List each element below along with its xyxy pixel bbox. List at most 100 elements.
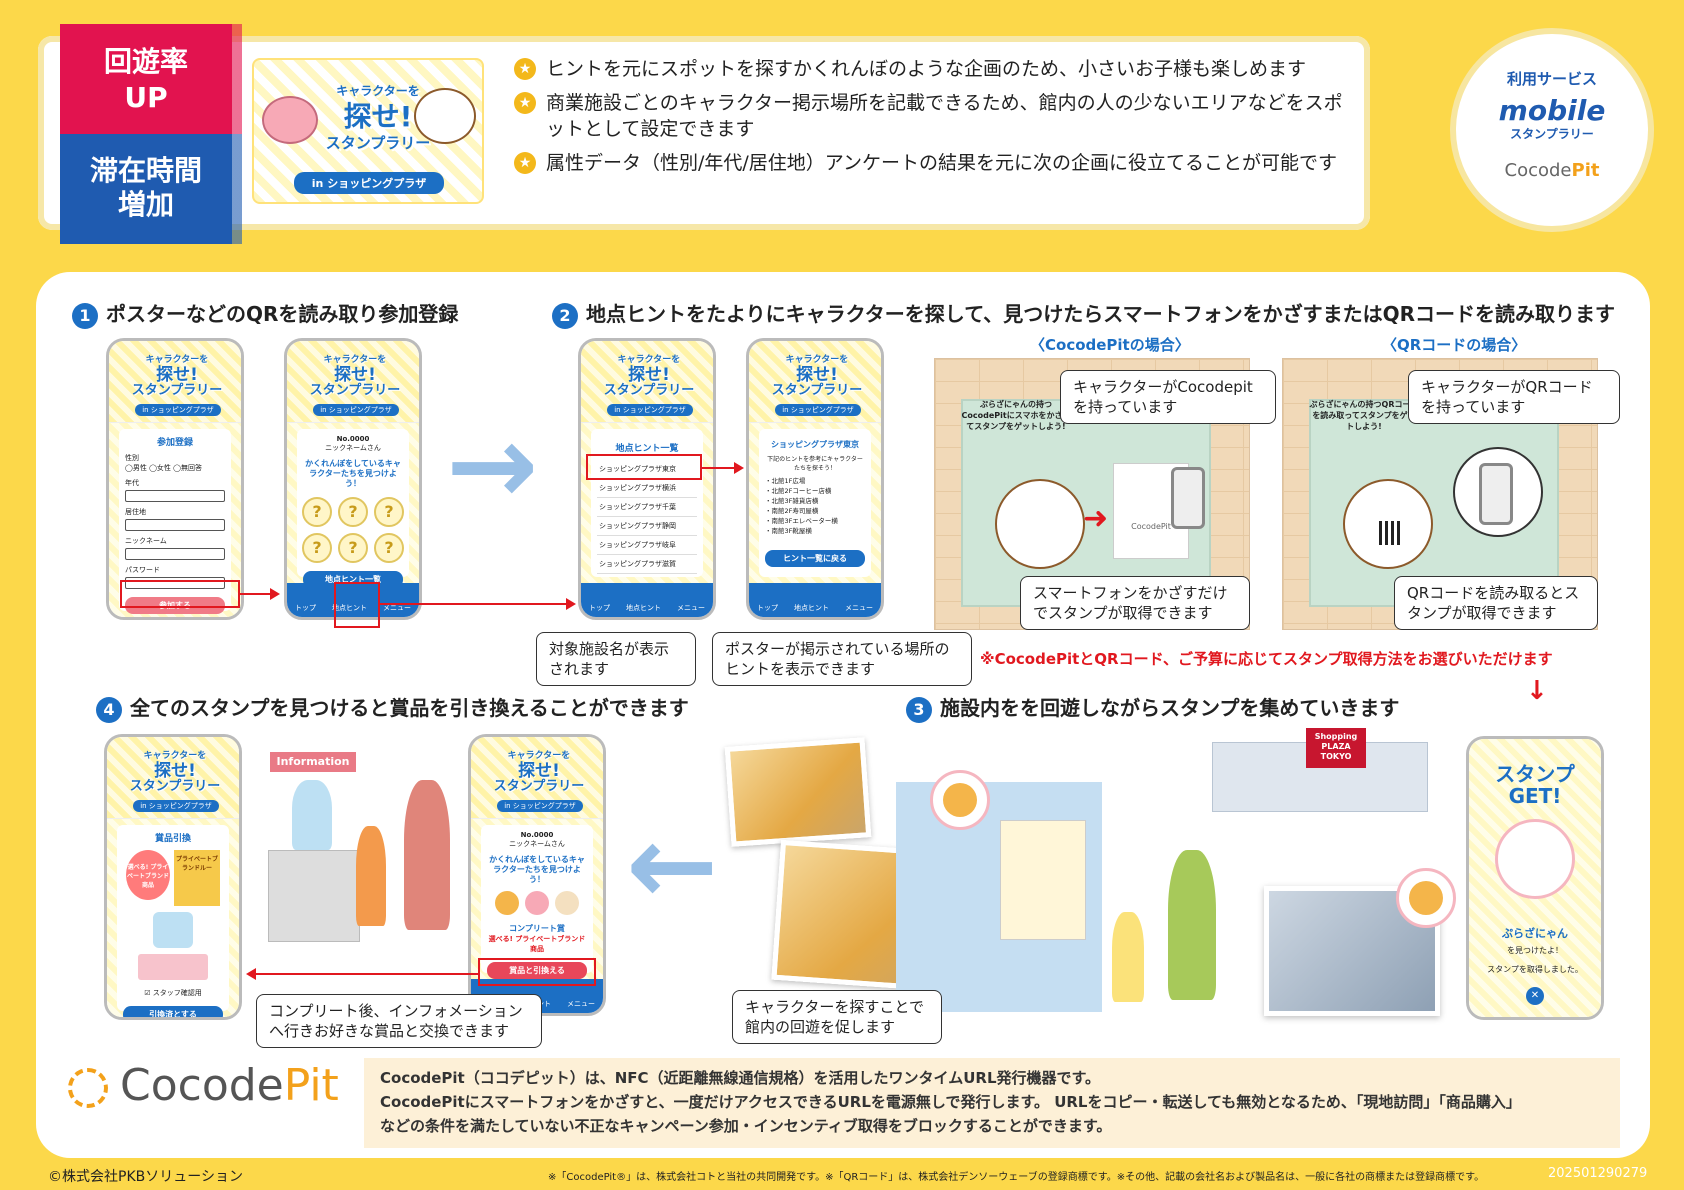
bottom-nav: トップ 地点ヒント メニュー [287,583,419,617]
mother-figure [404,780,450,930]
arrow-line [254,973,478,975]
facility-item[interactable]: ショッピングプラザ静岡 [597,517,697,536]
stamp-icon [555,891,579,915]
arrow-line [380,603,566,605]
mall-photo [724,737,872,847]
mark-exchanged-button[interactable]: 引換済とする [123,1006,223,1017]
empty-stamp: ? [374,533,404,563]
phone-prize-exchange: キャラクターを探せ!スタンプラリー in ショッピングプラザ 賞品引換 選べる!… [104,734,242,1020]
facility-item[interactable]: ショッピングプラザ岐阜 [597,536,697,555]
nav-hint[interactable]: 地点ヒント [794,604,829,612]
empty-stamp: ? [302,497,332,527]
staff-check[interactable]: スタッフ確認用 [152,989,202,997]
join-button[interactable]: 参加する [125,597,225,614]
stamp-icon [495,891,519,915]
trademark-footnote: ※「CocodePit®」は、株式会社コトと当社の共同開発です。※「QRコード」… [548,1172,1485,1183]
feature-list: ★ヒントを元にスポットを探すかくれんぼのような企画のため、小さいお子様も楽しめま… [514,56,1354,184]
star-icon: ★ [514,92,536,114]
arrow-left-icon: ← [626,801,719,929]
phone-top-page: キャラクターを探せ!スタンプラリー in ショッピングプラザ No.0000 ニ… [284,338,422,620]
facility-item[interactable]: ショッピングプラザ千葉 [597,498,697,517]
arrow-head-icon [246,968,256,980]
bottom-nav: トップ 地点ヒント メニュー [581,583,713,617]
arrow-down-icon: ↓ [1526,676,1548,706]
empty-stamp: ? [374,497,404,527]
nav-top[interactable]: トップ [295,604,316,612]
nav-menu[interactable]: メニュー [677,604,705,612]
arrow-line [702,467,734,469]
empty-stamp: ? [338,497,368,527]
information-sign: Information [270,752,356,772]
mall-sign: Shopping PLAZA TOKYO [1306,728,1366,768]
callout-roaming: キャラクターを探すことで館内の回遊を促します [732,990,942,1044]
information-counter [268,850,360,942]
tag-circulation-up: 回遊率 UP [60,24,232,134]
highlight-facility [586,454,702,480]
gender-female-radio[interactable]: 女性 [156,464,171,472]
child-figure [356,826,386,926]
banner-title: キャラクターを 探せ! スタンプラリー [325,84,431,152]
escalator-photo [1264,886,1440,1016]
residence-field[interactable] [125,519,225,531]
nav-top[interactable]: トップ [757,604,778,612]
cocodepit-logo: CocodePit [1504,160,1600,181]
pig-stamp-icon [1396,868,1456,928]
mobile-logo: mobile [1498,94,1606,127]
callout-qr-result: QRコードを読み取るとスタンプが取得できます [1394,576,1598,630]
tag-stay-time-increase: 滞在時間 増加 [60,134,232,244]
arrow-right-icon: ➜ [1083,501,1109,536]
method-note: ※CocodePitとQRコード、ご予算に応じてスタンプ取得方法をお選びいただけ… [980,650,1553,668]
mother-figure [1168,850,1216,1000]
star-icon: ★ [514,58,536,80]
facility-item[interactable]: ショッピングプラザ横浜 [597,479,697,498]
facility-item[interactable]: ショッピングプラザ滋賀 [597,555,697,574]
copyright: ©株式会社PKBソリューション [48,1169,243,1185]
smartphone-icon [1479,463,1513,525]
highlight-hint-nav [334,582,380,628]
nav-menu[interactable]: メニュー [567,1000,595,1008]
nav-hint[interactable]: 地点ヒント [332,604,367,612]
nickname-field[interactable] [125,548,225,560]
cocodepit-description: CocodePit（ココデピット）は、NFC（近距離無線通信規格）を活用したワン… [364,1058,1620,1148]
redeem-button[interactable]: 賞品と引換える [487,962,587,979]
lion-poster [1000,820,1086,940]
callout-complete: コンプリート後、インフォメーションへ行きお好きな賞品と交換できます [256,994,542,1048]
arrow-head-icon [270,588,280,600]
callout-cocodepit-holding: キャラクターがCocodepitを持っています [1060,370,1276,424]
service-badge: 利用サービス mobile スタンプラリー CocodePit [1450,28,1654,232]
stamp-icon [525,891,549,915]
feature-item: ★属性データ（性別/年代/居住地）アンケートの結果を元に次の企画に役立てることが… [514,150,1354,176]
highlight-redeem [478,958,596,986]
callout-facility-name: 対象施設名が表示されます [536,632,696,686]
pig-character-icon [262,96,318,144]
document-number: 202501290279 [1548,1166,1648,1181]
cat-stamp-icon [1495,819,1575,899]
callout-cocodepit-result: スマートフォンをかざすだけでスタンプが取得できます [1020,576,1250,630]
qr-case-title: 〈QRコードの場合〉 [1382,336,1527,354]
hint-list: ・北館1F広場 ・北館2Fコーヒー店横 ・北館3F雑貨店横 ・南館2F寿司屋横 … [765,477,838,535]
banner-subtitle: in ショッピングプラザ [294,172,444,194]
qr-code-icon [1379,521,1403,545]
empty-stamp: ? [338,533,368,563]
back-to-hints-button[interactable]: ヒント一覧に戻る [765,550,865,567]
bottom-nav: トップ 地点ヒント メニュー [749,583,881,617]
nav-menu[interactable]: メニュー [383,604,411,612]
gender-none-radio[interactable]: 無回答 [180,464,202,472]
gender-male-radio[interactable]: 男性 [132,464,147,472]
nav-menu[interactable]: メニュー [845,604,873,612]
arrow-right-icon: → [446,401,539,529]
phone-hint-detail: キャラクターを探せ!スタンプラリー in ショッピングプラザ ショッピングプラザ… [746,338,884,620]
cocodepit-sun-icon [68,1068,108,1108]
stamp-grid: ??? ??? [302,497,404,563]
arrow-line [240,593,270,595]
phone-registration: キャラクターを探せ!スタンプラリー in ショッピングプラザ 参加登録 性別 ◯… [106,338,244,620]
close-icon[interactable]: ✕ [1526,987,1544,1005]
cocodepit-footer-logo: CocodePit [68,1060,339,1111]
age-field[interactable] [125,490,225,502]
nav-top[interactable]: トップ [589,604,610,612]
nav-hint[interactable]: 地点ヒント [626,604,661,612]
callout-poster-hint: ポスターが掲示されている場所のヒントを表示できます [712,632,972,686]
smartphone-icon [1171,467,1205,529]
